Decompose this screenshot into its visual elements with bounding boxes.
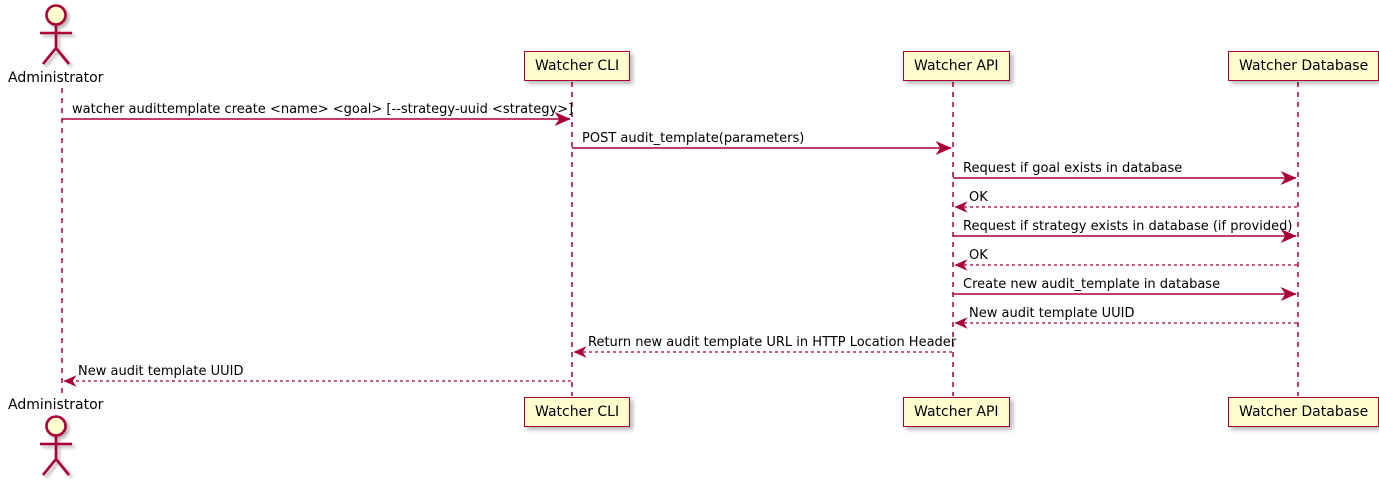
message-label-5: Request if strategy exists in database (…	[963, 219, 1293, 234]
participant-box-watcher-cli-bottom[interactable]: Watcher CLI	[524, 397, 631, 427]
participant-label: Watcher CLI	[535, 404, 620, 420]
participant-label: Watcher Database	[1239, 58, 1369, 74]
actor-head-icon	[45, 4, 67, 26]
actor-administrator-bottom	[40, 415, 72, 476]
message-label-3: Request if goal exists in database	[963, 161, 1183, 176]
message-label-9: Return new audit template URL in HTTP Lo…	[588, 335, 957, 350]
actor-leg-right	[54, 458, 71, 476]
actor-label-administrator-bottom: Administrator	[8, 397, 104, 413]
message-arrows	[62, 111, 1297, 387]
actor-leg-right	[54, 47, 71, 65]
participant-label: Watcher Database	[1239, 404, 1369, 420]
lifelines	[61, 82, 1299, 396]
message-label-4: OK	[969, 190, 988, 205]
participant-box-watcher-database-top[interactable]: Watcher Database	[1228, 51, 1379, 81]
participant-box-watcher-api-top[interactable]: Watcher API	[903, 51, 1010, 81]
participant-box-watcher-cli-top[interactable]: Watcher CLI	[524, 51, 631, 81]
actor-head-icon	[45, 415, 67, 437]
message-label-8: New audit template UUID	[969, 306, 1135, 321]
message-label-2: POST audit_template(parameters)	[582, 131, 805, 146]
message-label-6: OK	[969, 248, 988, 263]
participant-box-watcher-api-bottom[interactable]: Watcher API	[903, 397, 1010, 427]
message-label-1: watcher audittemplate create <name> <goa…	[72, 102, 574, 117]
message-label-7: Create new audit_template in database	[963, 277, 1221, 292]
actor-administrator-top	[40, 4, 72, 65]
participant-label: Watcher API	[914, 58, 999, 74]
participant-box-watcher-database-bottom[interactable]: Watcher Database	[1228, 397, 1379, 427]
actor-leg-left	[41, 458, 58, 476]
actor-leg-left	[41, 47, 58, 65]
actor-label-administrator-top: Administrator	[8, 70, 104, 86]
participant-label: Watcher CLI	[535, 58, 620, 74]
message-label-10: New audit template UUID	[78, 364, 244, 379]
participant-label: Watcher API	[914, 404, 999, 420]
